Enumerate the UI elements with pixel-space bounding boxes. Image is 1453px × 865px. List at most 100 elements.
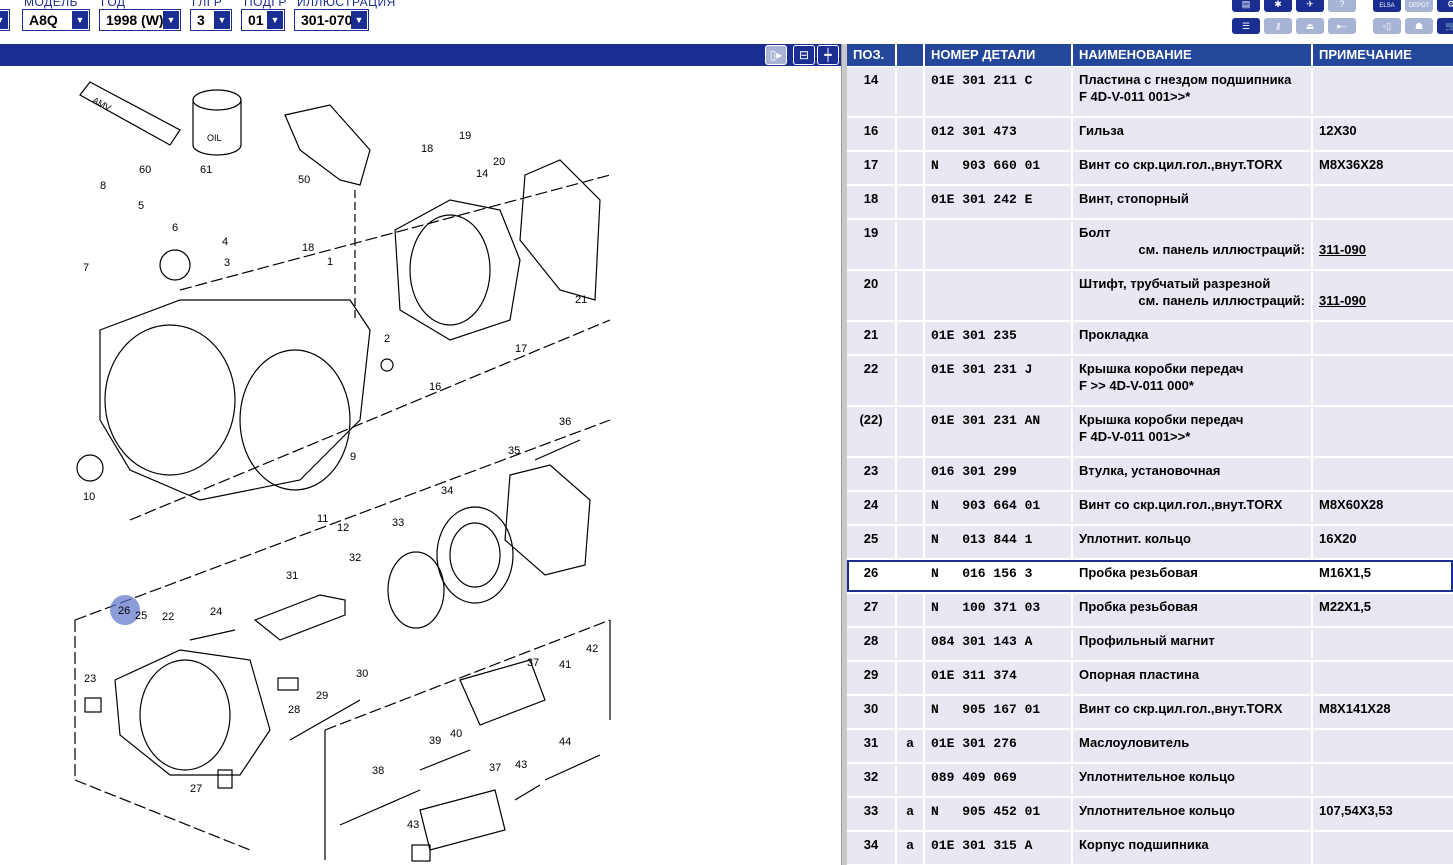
callout-label[interactable]: 11 xyxy=(317,513,329,525)
search-parts-icon[interactable]: ✱ xyxy=(1264,0,1292,12)
subgroup-select[interactable]: 01▼ xyxy=(241,9,285,31)
layout-icon[interactable]: ⊟ xyxy=(793,45,815,65)
callout-label[interactable]: 25 xyxy=(135,610,148,622)
depot-button[interactable]: DEPOT xyxy=(1405,0,1433,12)
panel-splitter[interactable] xyxy=(841,44,847,865)
callout-label[interactable]: 60 xyxy=(139,164,152,176)
callout-label[interactable]: 33 xyxy=(392,517,405,529)
callout-label[interactable]: 41 xyxy=(559,659,572,671)
resize-icon[interactable]: ┿ xyxy=(817,45,839,65)
callout-label[interactable]: 18 xyxy=(302,242,315,254)
callout-label[interactable]: 35 xyxy=(508,445,521,457)
callout-label[interactable]: 39 xyxy=(429,735,442,747)
illustration-link[interactable]: 311-090 xyxy=(1319,242,1366,257)
callout-label[interactable]: 34 xyxy=(441,485,454,497)
main-group-select[interactable]: 3▼ xyxy=(190,9,232,31)
callout-label[interactable]: 27 xyxy=(190,783,203,795)
callout-label[interactable]: 37 xyxy=(527,657,540,669)
help-icon[interactable]: ? xyxy=(1328,0,1356,12)
callout-label[interactable]: 44 xyxy=(559,736,572,748)
callout-label[interactable]: 43 xyxy=(515,759,528,771)
callout-label[interactable]: 26 xyxy=(118,605,131,617)
callout-label[interactable]: 5 xyxy=(138,200,145,212)
callout-label[interactable]: 20 xyxy=(493,156,506,168)
tools-icon[interactable]: ✈ xyxy=(1296,0,1324,12)
header-name[interactable]: НАИМЕНОВАНИЕ xyxy=(1073,44,1311,66)
callout-label[interactable]: 40 xyxy=(450,728,463,740)
prev-dropdown[interactable]: ▼ xyxy=(0,9,10,31)
callout-label[interactable]: 31 xyxy=(286,570,299,582)
elsa-button[interactable]: ELSA xyxy=(1373,0,1401,12)
list-icon[interactable]: ☰ xyxy=(1232,18,1260,34)
callout-label[interactable]: 9 xyxy=(350,451,357,463)
callout-label[interactable]: 61 xyxy=(200,164,213,176)
callout-label[interactable]: 6 xyxy=(172,222,179,234)
callout-label[interactable]: 23 xyxy=(84,673,97,685)
callout-label[interactable]: 50 xyxy=(298,174,311,186)
callout-label[interactable]: 1 xyxy=(327,256,334,268)
callout-label[interactable]: 21 xyxy=(575,294,588,306)
callout-label[interactable]: 42 xyxy=(586,643,599,655)
cart-icon[interactable]: 🛒 xyxy=(1437,18,1453,34)
callout-label[interactable]: 3 xyxy=(224,257,231,269)
callout-label[interactable]: 18 xyxy=(421,143,434,155)
callout-label[interactable]: 4 xyxy=(222,236,229,248)
illustration-select[interactable]: 301-070▼ xyxy=(294,9,369,31)
callout-label[interactable]: 28 xyxy=(288,704,301,716)
callout-label[interactable]: 19 xyxy=(459,130,472,142)
selected-position-marker[interactable] xyxy=(110,595,140,625)
scale-icon[interactable]: ⏏ xyxy=(1296,18,1324,34)
callout-label[interactable]: 36 xyxy=(559,416,572,428)
illustration-link[interactable]: 311-090 xyxy=(1319,293,1366,308)
header-number[interactable]: НОМЕР ДЕТАЛИ xyxy=(925,44,1071,66)
callout-label[interactable]: 43 xyxy=(407,819,420,831)
callout-label[interactable]: 7 xyxy=(83,262,90,274)
callout-label[interactable]: 12 xyxy=(337,522,350,534)
year-select[interactable]: 1998 (W)▼ xyxy=(99,9,181,31)
callout-label[interactable]: 38 xyxy=(372,765,385,777)
key-icon[interactable]: ⚷ xyxy=(1264,18,1292,34)
callout-label[interactable]: 24 xyxy=(210,606,223,618)
callout-label[interactable]: 8 xyxy=(100,180,107,192)
callout-label[interactable]: 14 xyxy=(476,168,489,180)
print-icon[interactable]: ▤ xyxy=(1232,0,1260,12)
play-icon[interactable]: ▸– xyxy=(1328,18,1356,34)
callout-label[interactable]: 37 xyxy=(489,762,502,774)
extra-icon[interactable]: ⚙ xyxy=(1437,0,1453,12)
callout-label[interactable]: 30 xyxy=(356,668,369,680)
header-pos[interactable]: ПОЗ. xyxy=(847,44,895,66)
model-select[interactable]: A8Q▼ xyxy=(22,9,90,31)
header-note[interactable]: ПРИМЕЧАНИЕ xyxy=(1313,44,1453,66)
callout-label[interactable]: 22 xyxy=(162,611,175,623)
callout-label[interactable]: 16 xyxy=(429,381,442,393)
users-icon[interactable]: ☗ xyxy=(1405,18,1433,34)
connect-icon[interactable]: ▫▯ xyxy=(1373,18,1401,34)
callout-label[interactable]: 32 xyxy=(349,552,362,564)
callout-label[interactable]: 10 xyxy=(83,491,96,503)
callout-label[interactable]: 29 xyxy=(316,690,329,702)
callout-label[interactable]: 17 xyxy=(515,343,528,355)
split-view-icon[interactable]: ▯▸ xyxy=(765,45,787,65)
